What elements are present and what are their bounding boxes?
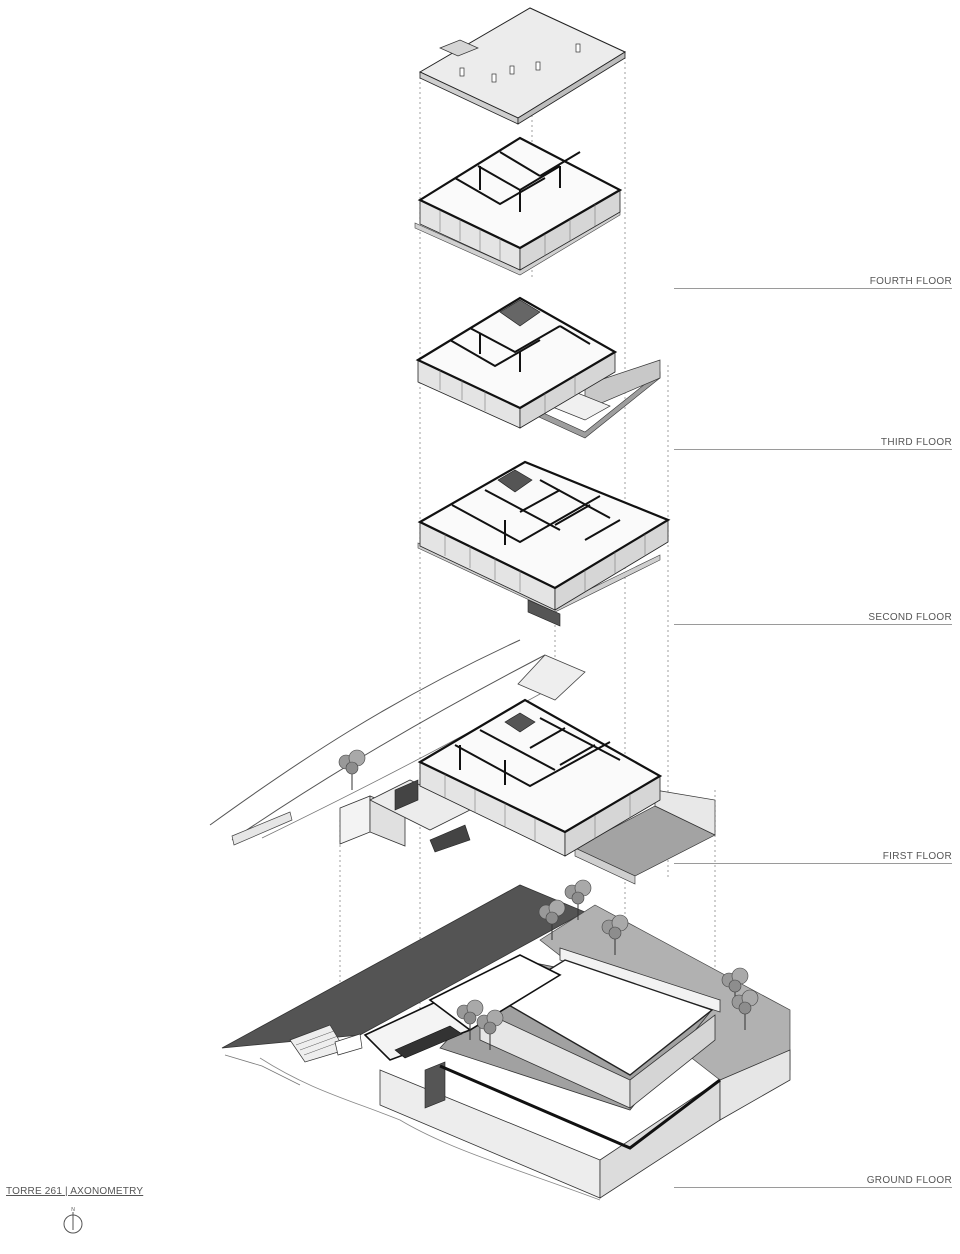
north-letter: N [71,1207,75,1213]
first-floor-rule [674,863,952,864]
second-floor-rule [674,624,952,625]
first-floor-plan [209,639,716,885]
first-floor-label: FIRST FLOOR [882,851,952,862]
ground-floor-plan [221,879,791,1201]
third-floor-rule [674,449,952,450]
second-floor-plan [417,460,671,627]
fourth-floor-plan [414,136,623,276]
drawing-caption: TORRE 261 | AXONOMETRY [6,1186,144,1197]
second-floor-label: SECOND FLOOR [868,612,952,623]
ground-floor-label: GROUND FLOOR [866,1175,952,1186]
third-floor-label: THIRD FLOOR [880,437,952,448]
fourth-floor-label: FOURTH FLOOR [869,276,952,287]
third-floor-plan [415,296,661,439]
north-arrow-icon: N [63,1207,83,1234]
fourth-floor-rule [674,288,952,289]
roof [418,7,627,125]
ground-floor-rule [674,1187,952,1188]
